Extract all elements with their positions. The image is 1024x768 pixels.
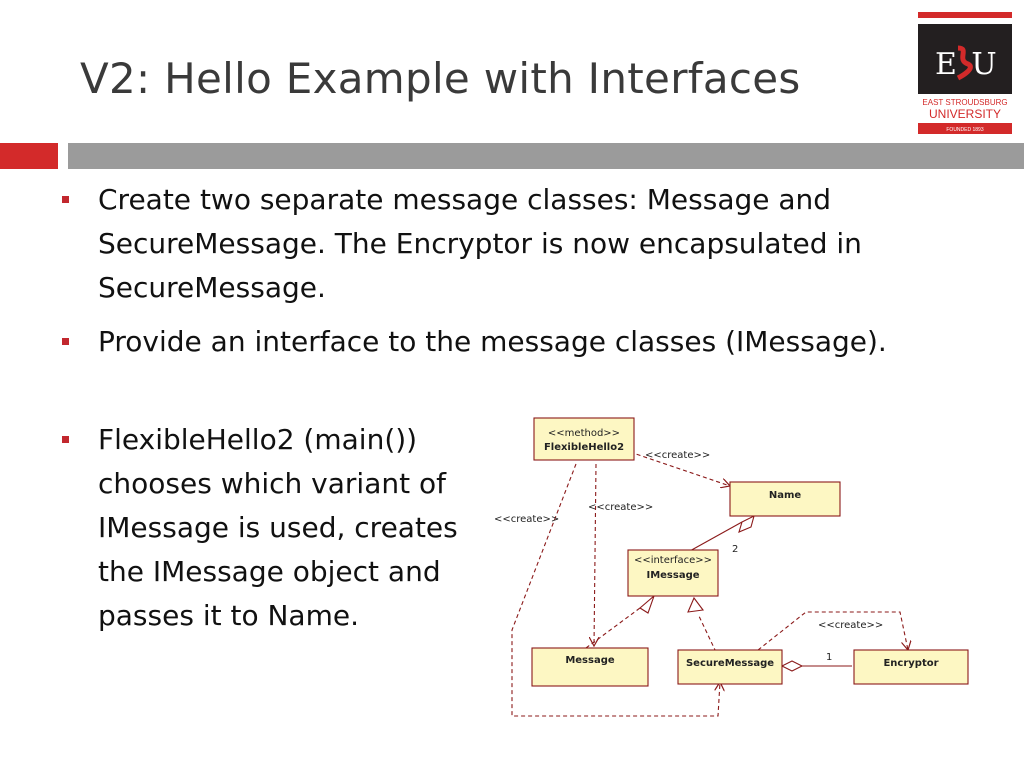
bullet-marker [62, 436, 69, 443]
bullet-item: Create two separate message classes: Mes… [62, 178, 962, 310]
label-create-encryptor: <<create>> [818, 620, 883, 631]
uml-class-diagram: <<method>> FlexibleHello2 Name <<interfa… [494, 417, 969, 717]
logo-initial-u: U [971, 47, 996, 82]
divider-red-block [0, 143, 58, 169]
class-name: FlexibleHello2 [544, 442, 624, 453]
logo-top-bar [918, 12, 1012, 18]
logo-line-3: FOUNDED 1893 [946, 127, 983, 133]
class-securemessage: SecureMessage [677, 649, 783, 685]
edge-create-name [629, 451, 730, 486]
logo-founded-bar [918, 123, 1012, 134]
class-encryptor: Encryptor [853, 649, 969, 685]
divider-gray-bar [68, 143, 1024, 169]
title-divider [0, 143, 1024, 169]
edge-create-encryptor [757, 611, 908, 650]
class-message: Message [531, 647, 649, 687]
aggregation-diamond-securemessage [780, 660, 804, 672]
bullet-item: Provide an interface to the message clas… [62, 320, 962, 408]
realization-triangle-message [639, 594, 656, 614]
logo-initial-e: E [935, 47, 957, 82]
bullet-marker [62, 196, 69, 203]
slide-title: V2: Hello Example with Interfaces [80, 54, 801, 103]
bullet-text: FlexibleHello2 (main()) chooses which va… [98, 423, 458, 632]
multiplicity-encryptor: 1 [826, 652, 832, 663]
class-name: Message [565, 655, 615, 666]
class-name: IMessage [646, 570, 699, 581]
class-flexiblehello2: <<method>> FlexibleHello2 [533, 417, 635, 461]
bullet-text: Create two separate message classes: Mes… [98, 183, 862, 304]
logo-line-2: UNIVERSITY [929, 107, 1001, 121]
edge-realize-securemessage [697, 613, 717, 653]
bullet-marker [62, 338, 69, 345]
multiplicity-imessage: 2 [732, 544, 738, 555]
class-name: Name [769, 490, 802, 501]
class-imessage: <<interface>> IMessage [627, 549, 719, 597]
class-stereotype: <<method>> [548, 428, 620, 439]
class-name: Encryptor [883, 658, 938, 669]
bullet-item: FlexibleHello2 (main()) chooses which va… [62, 418, 482, 688]
class-stereotype: <<interface>> [634, 555, 712, 566]
logo-line-1: EAST STROUDSBURG [922, 98, 1007, 107]
edge-realize-message [585, 607, 641, 649]
bullet-text: Provide an interface to the message clas… [98, 325, 887, 358]
label-create-message: <<create>> [588, 502, 653, 513]
label-create-securemessage: <<create>> [494, 514, 559, 525]
esu-logo: E U EAST STROUDSBURG UNIVERSITY FOUNDED … [918, 12, 1012, 134]
edge-create-message [594, 463, 596, 646]
label-create-name: <<create>> [645, 450, 710, 461]
edge-aggregation-name-imessage [687, 521, 743, 553]
realization-triangle-securemessage [687, 596, 705, 613]
class-name: SecureMessage [686, 658, 774, 669]
aggregation-diamond-name [738, 514, 755, 533]
uml-connectors [511, 451, 908, 717]
class-name-box: Name [729, 481, 841, 517]
logo-s-mark [956, 45, 973, 81]
